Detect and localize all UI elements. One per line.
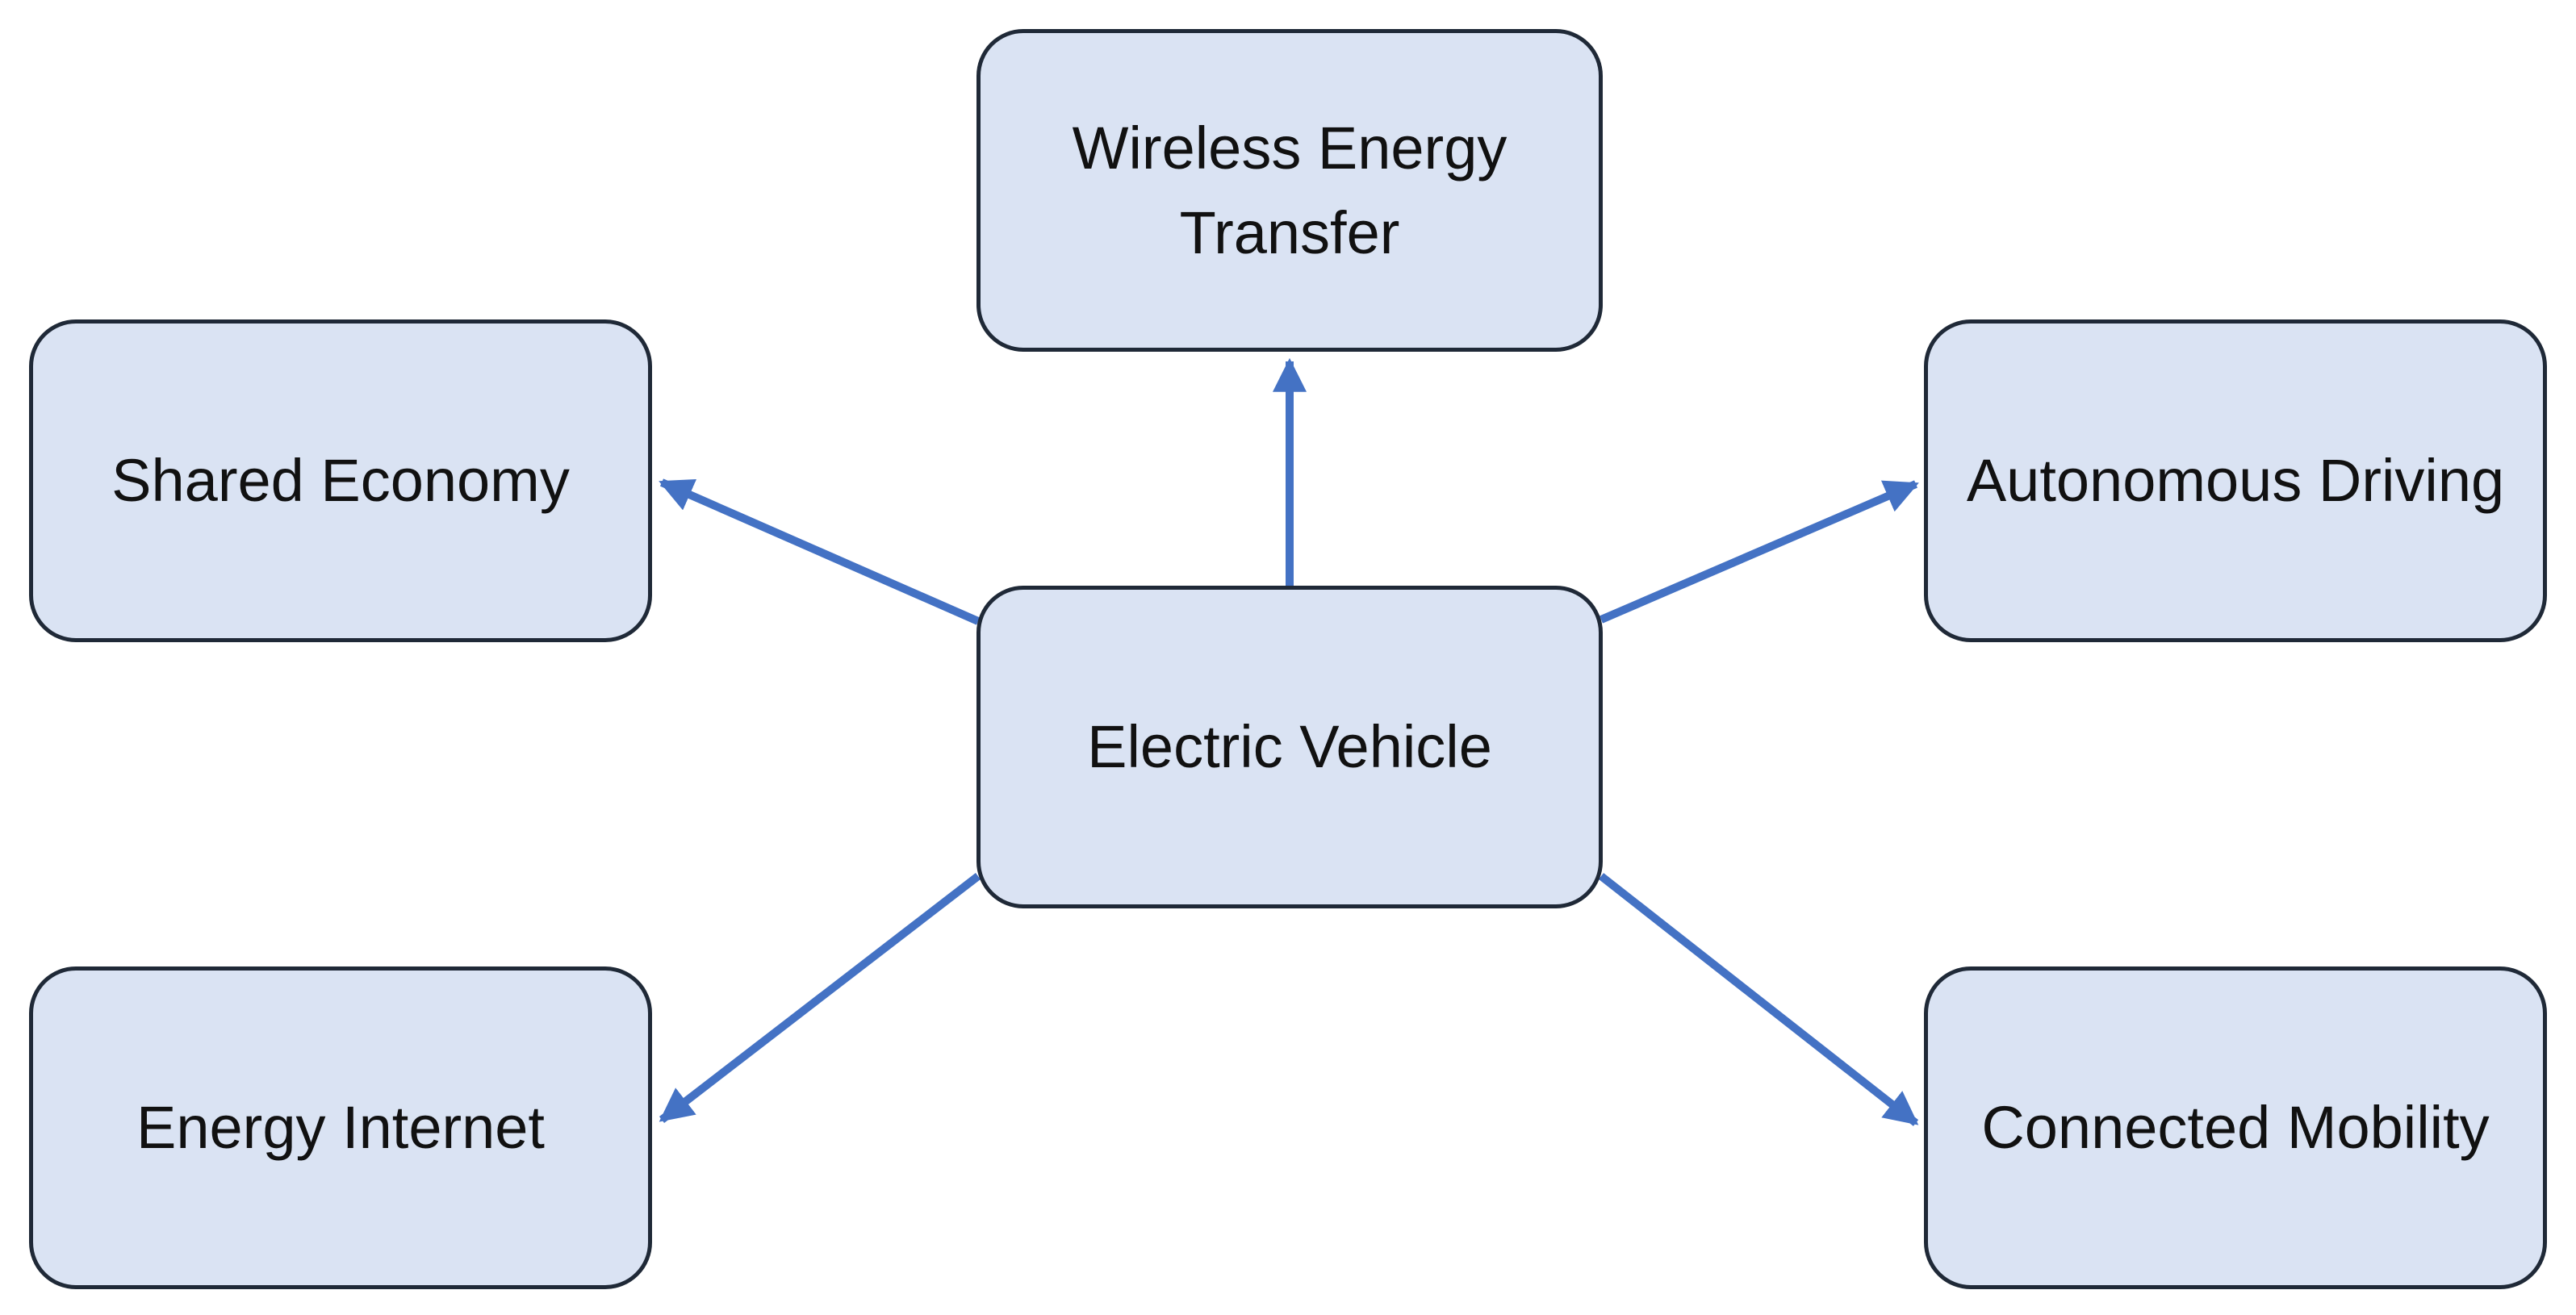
node-energy-internet: Energy Internet	[29, 966, 652, 1289]
arrow-to-autonomous-driving	[1600, 480, 1919, 624]
node-electric-vehicle: Electric Vehicle	[976, 586, 1603, 908]
node-label: Autonomous Driving	[1966, 447, 2505, 515]
node-label: Shared Economy	[111, 447, 570, 515]
node-wireless-energy-transfer: Wireless Energy Transfer	[976, 29, 1603, 352]
node-connected-mobility: Connected Mobility	[1924, 966, 2547, 1289]
arrow-to-energy-internet	[659, 873, 981, 1123]
node-label: Wireless Energy Transfer	[1072, 114, 1508, 266]
node-label: Electric Vehicle	[1087, 713, 1492, 781]
arrow-to-connected-mobility	[1598, 873, 1919, 1126]
node-label: Connected Mobility	[1981, 1094, 2490, 1162]
node-autonomous-driving: Autonomous Driving	[1924, 319, 2547, 642]
arrow-to-shared-economy	[659, 478, 981, 625]
node-label: Energy Internet	[136, 1094, 545, 1162]
node-shared-economy: Shared Economy	[29, 319, 652, 642]
